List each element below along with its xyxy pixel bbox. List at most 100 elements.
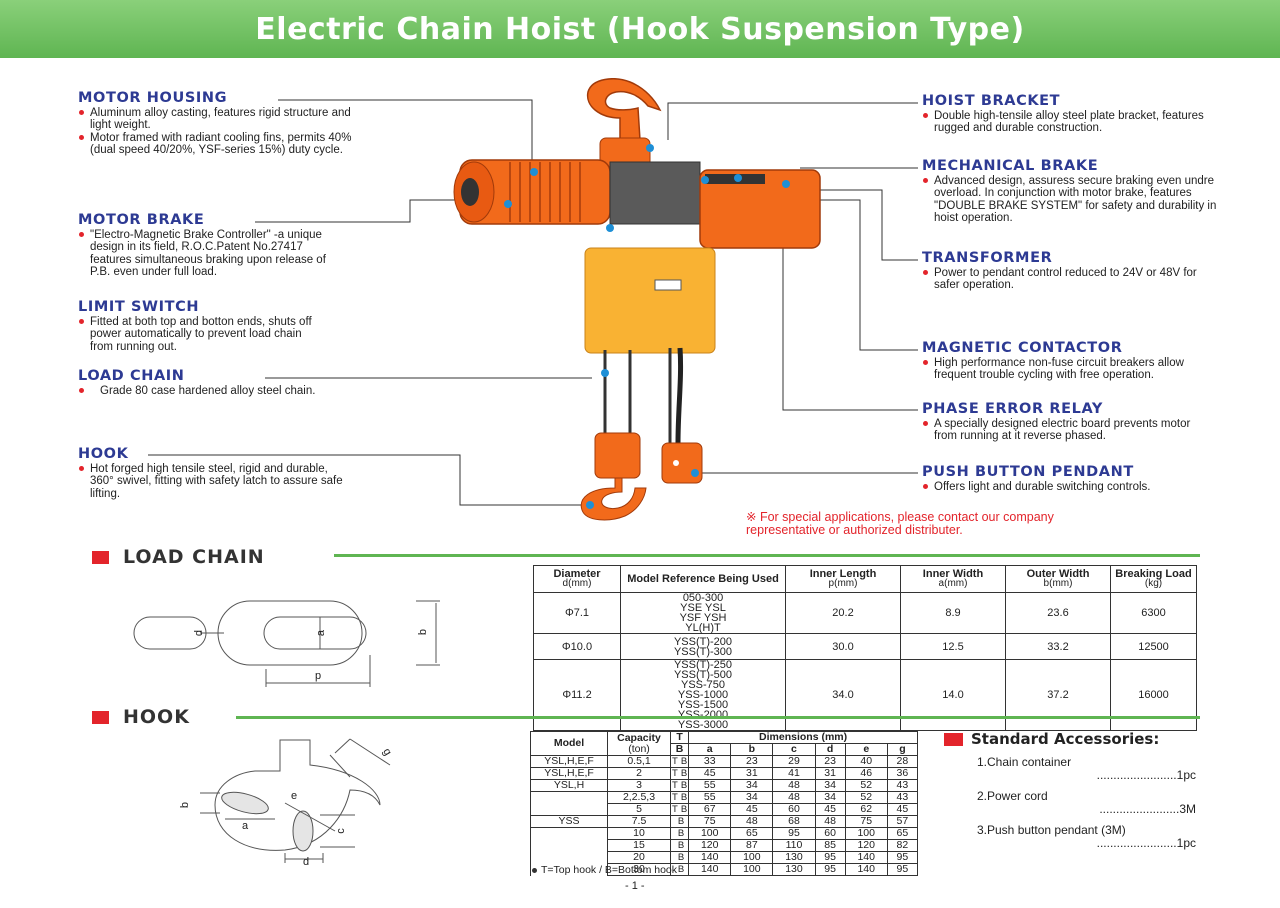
table-cell: 20 — [607, 851, 671, 864]
feature-bullet: Advanced design, assuress secure braking… — [922, 175, 1242, 225]
feature-bullet: Power to pendant control reduced to 24V … — [922, 267, 1212, 292]
table-cell: 95 — [814, 851, 846, 864]
table-cell: Φ7.1 — [533, 592, 621, 634]
table-header-row: Model Capacity(ton) T Dimensions (mm) — [530, 731, 918, 756]
chain-label-a: a — [315, 629, 328, 637]
table-header: B — [669, 743, 690, 756]
section-marker-icon — [92, 550, 109, 564]
table-cell: 130 — [772, 863, 816, 876]
hook-dimensions-table: Model Capacity(ton) T Dimensions (mm) B … — [530, 731, 919, 876]
feature-title: PUSH BUTTON PENDANT — [922, 464, 1134, 480]
table-cell: 110 — [772, 839, 816, 852]
section-marker-icon — [92, 710, 109, 724]
section-load-chain: LOAD CHAIN — [92, 546, 265, 568]
chain-link-diagram — [133, 600, 440, 687]
table-cell: 100 — [844, 827, 888, 840]
table-cell: 8.9 — [900, 592, 1006, 634]
table-cell: 100 — [688, 827, 732, 840]
accessory-item: 3.Push button pendant (3M) .............… — [977, 824, 1204, 850]
table-cell: 34 — [814, 791, 846, 804]
hook-diagram — [200, 738, 391, 863]
top-hook-icon — [586, 78, 662, 141]
table-cell: 95 — [772, 827, 816, 840]
table-cell: 23 — [730, 755, 774, 768]
table-cell: 140 — [688, 851, 732, 864]
table-cell: 45 — [730, 803, 774, 816]
table-cell: 48 — [730, 815, 774, 828]
chain-label-b: b — [417, 628, 430, 636]
table-cell: 65 — [886, 827, 919, 840]
bottom-hook-flag: B — [680, 768, 688, 779]
table-header: a — [688, 743, 732, 756]
table-cell: 43 — [886, 791, 919, 804]
table-cell: B — [669, 839, 690, 852]
bottom-block — [594, 432, 641, 479]
table-cell: 14.0 — [900, 659, 1006, 731]
table-cell: 45 — [688, 767, 732, 780]
accessory-label: 3.Push button pendant (3M) — [977, 823, 1126, 837]
table-cell — [530, 851, 608, 864]
feature-magnetic-contactor: MAGNETIC CONTACTOR High performance non-… — [922, 341, 1212, 382]
chain-label-p: p — [315, 670, 322, 682]
accessory-qty: ........................3M — [1099, 802, 1196, 816]
feature-hook: HOOK Hot forged high tensile steel, rigi… — [78, 447, 348, 501]
table-header: g — [886, 743, 919, 756]
accessory-item: 1.Chain container ......................… — [977, 756, 1204, 782]
table-cell: 100 — [730, 851, 774, 864]
feature-title: PHASE ERROR RELAY — [922, 401, 1103, 417]
table-header: Model — [530, 731, 608, 756]
table-cell: 29 — [772, 755, 816, 768]
section-hook: HOOK — [92, 706, 190, 728]
accessories-header: Standard Accessories: — [944, 730, 1204, 748]
table-cell: YSL,H,E,F — [530, 767, 608, 780]
table-cell: 7.5 — [607, 815, 671, 828]
feature-bullet: Hot forged high tensile steel, rigid and… — [78, 463, 348, 501]
table-cell: 15 — [607, 839, 671, 852]
control-box — [699, 169, 821, 249]
table-cell — [530, 827, 608, 840]
table-header: Capacity(ton) — [607, 731, 671, 756]
feature-limit-switch: LIMIT SWITCH Fitted at both top and bott… — [78, 299, 318, 353]
feature-bullet: Offers light and durable switching contr… — [922, 481, 1212, 494]
chain-bag — [584, 247, 716, 354]
table-header: b — [730, 743, 774, 756]
load-chain-graphic — [603, 348, 672, 448]
table-cell: 85 — [814, 839, 846, 852]
accessory-item: 2.Power cord ........................3M — [977, 790, 1204, 816]
bottom-hook-flag: B — [680, 792, 688, 803]
bottom-hook-flag: B — [677, 864, 685, 875]
table-cell: 0.5,1 — [607, 755, 671, 768]
feature-title: LIMIT SWITCH — [78, 299, 200, 315]
table-cell: 75 — [688, 815, 732, 828]
hook-label-d: d — [303, 856, 310, 868]
section-divider — [236, 716, 1200, 719]
table-cell: 100 — [730, 863, 774, 876]
bottom-hook-flag: B — [680, 756, 688, 767]
bottom-hook-icon — [580, 477, 647, 521]
table-header: d — [814, 743, 846, 756]
hook-label-c: c — [334, 828, 347, 834]
table-cell: B — [669, 851, 690, 864]
table-header: Dimensions (mm) — [688, 731, 918, 744]
table-header: e — [844, 743, 888, 756]
table-cell: 34.0 — [785, 659, 901, 731]
top-hook-flag: T — [672, 756, 678, 767]
